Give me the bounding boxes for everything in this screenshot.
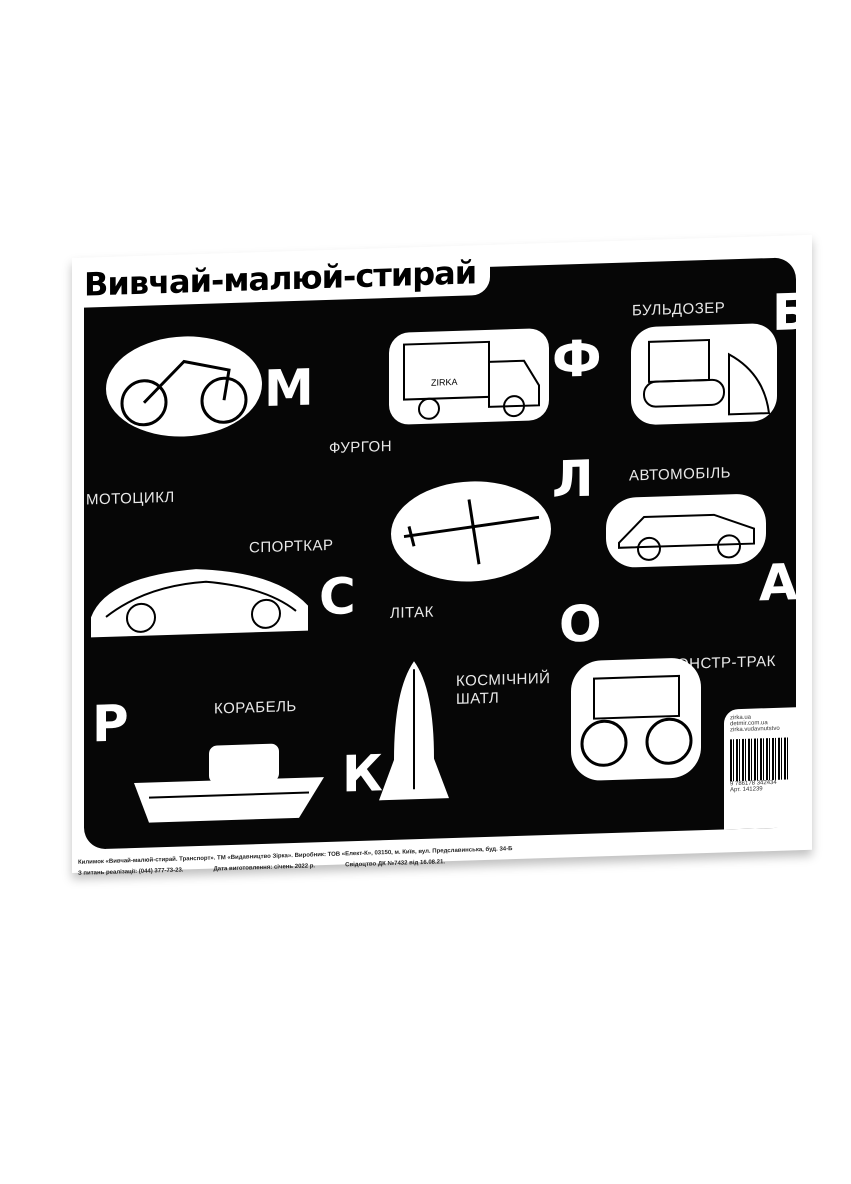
- placemat-sheet: Вивчай-малюй-стирай М МОТОЦИКЛ ZIRKA Ф Ф…: [72, 234, 812, 877]
- van-picture: ZIRKA: [389, 328, 549, 425]
- label-van: ФУРГОН: [329, 437, 393, 457]
- plane-picture: [391, 481, 551, 582]
- letter-k: К: [342, 744, 383, 804]
- letter-r: Р: [92, 694, 129, 754]
- label-ship: КОРАБЕЛЬ: [214, 697, 297, 718]
- label-car: АВТОМОБІЛЬ: [629, 464, 732, 485]
- footer-imprint: Килимок «Вивчай-малюй-стирай. Транспорт»…: [78, 843, 542, 880]
- letter-a: А: [759, 553, 798, 613]
- article-number: Арт. 141239: [730, 786, 763, 794]
- imprint-phone: З питань реалізації: (044) 377-73-23.: [78, 867, 184, 877]
- letter-o: О: [559, 594, 602, 654]
- car-picture: [606, 494, 766, 568]
- van-logo-text: ZIRKA: [431, 377, 458, 388]
- social-handle: zirka.vudavnutstvo: [730, 725, 780, 734]
- sportscar-picture: [91, 569, 308, 638]
- monster-truck-picture: [571, 658, 701, 781]
- shuttle-picture: [379, 661, 449, 801]
- title: Вивчай-малюй-стирай: [80, 252, 491, 308]
- publisher-info: zirka.ua detmir.com.ua zirka.vudavnutstv…: [724, 707, 796, 830]
- black-drawing-area: Вивчай-малюй-стирай М МОТОЦИКЛ ZIRKA Ф Ф…: [80, 252, 810, 850]
- imprint-date: Дата виготовлення: січень 2022 р.: [213, 863, 316, 873]
- label-plane: ЛІТАК: [390, 603, 434, 623]
- letter-l: Л: [552, 449, 594, 509]
- label-bulldozer: БУЛЬДОЗЕР: [632, 299, 726, 320]
- letter-f: Ф: [552, 329, 602, 389]
- bulldozer-picture: [631, 323, 777, 425]
- imprint-certificate: Свідоцтво ДК №7432 від 16.08.21.: [345, 859, 445, 869]
- letter-s: С: [319, 567, 356, 627]
- barcode: [730, 737, 790, 782]
- label-motorcycle: МОТОЦИКЛ: [86, 488, 175, 509]
- motorcycle-picture: [106, 336, 262, 437]
- letter-b: Б: [772, 282, 811, 343]
- label-shuttle: КОСМІЧНИЙ ШАТЛ: [456, 669, 551, 708]
- letter-m: М: [264, 358, 314, 418]
- ship-picture: [134, 743, 324, 823]
